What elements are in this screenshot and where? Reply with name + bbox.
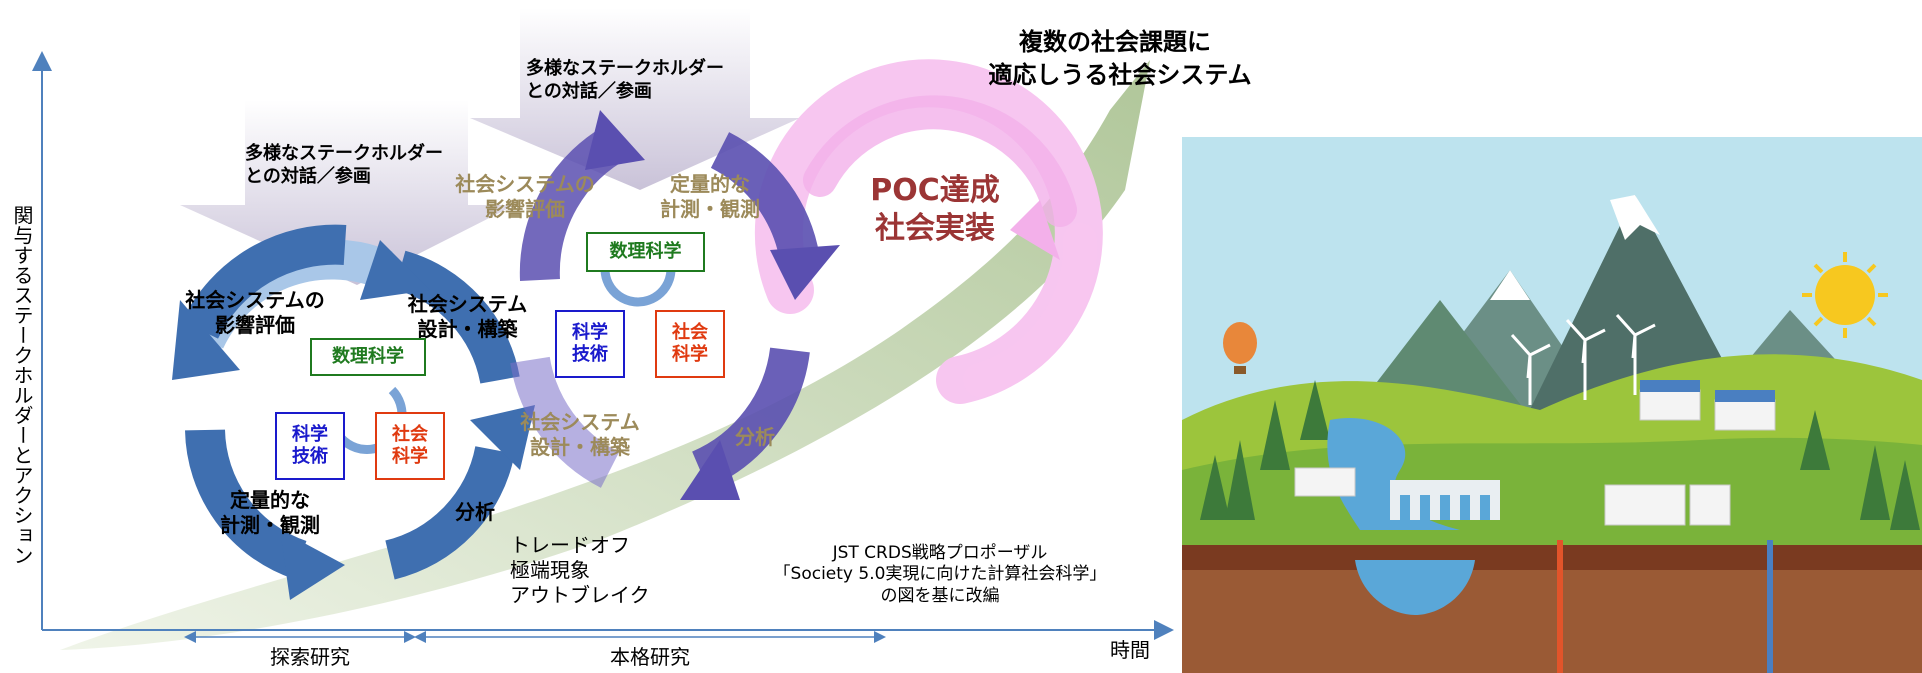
landscape-illustration <box>1182 137 1922 673</box>
phase-full-label: 本格研究 <box>610 645 690 669</box>
right-design-label: 社会システム 設計・構築 <box>520 410 640 459</box>
left-arrowhead-1 <box>172 300 240 380</box>
poc-cycle-arrowhead <box>1010 200 1060 260</box>
left-impact-label: 社会システムの 影響評価 <box>185 288 325 337</box>
source-note: JST CRDS戦略プロポーザル 「Society 5.0実現に向けた計算社会科… <box>773 543 1107 606</box>
left-arrowhead-4 <box>360 240 430 300</box>
stakeholder-banner-text-left: 多様なステークホルダー との対話／参画 <box>245 143 443 187</box>
poc-line2: 社会実装 <box>875 211 995 246</box>
right-arrowhead-1 <box>585 110 645 170</box>
stakeholder-banner-right <box>470 8 800 190</box>
title-line2: 適応しうる社会システム <box>988 61 1252 89</box>
left-tech-box: 科学 技術 <box>275 412 345 480</box>
right-measure-label: 定量的な 計測・観測 <box>660 172 760 221</box>
right-tech-box: 科学 技術 <box>555 310 625 378</box>
y-axis-label: 関与するステークホルダーとアクション <box>10 205 34 565</box>
right-analysis-label: 分析 <box>735 425 775 449</box>
left-arrowhead-3 <box>470 405 535 470</box>
left-cycle-arrows <box>181 224 520 580</box>
hot-air-balloon <box>1223 322 1257 364</box>
stakeholder-banner-text-right: 多様なステークホルダー との対話／参画 <box>526 58 724 102</box>
poc-line1: POC達成 <box>870 173 1000 208</box>
tradeoff-note: トレードオフ 極端現象 アウトブレイク <box>510 533 650 607</box>
x-axis-label: 時間 <box>1110 638 1150 662</box>
left-measure-label: 定量的な 計測・観測 <box>220 488 320 537</box>
right-arrowhead-2 <box>770 245 840 300</box>
title-line1: 複数の社会課題に <box>1019 28 1211 56</box>
right-impact-label: 社会システムの 影響評価 <box>455 172 595 221</box>
left-arrowhead-2 <box>280 530 345 600</box>
right-math-box: 数理科学 <box>586 232 705 272</box>
growth-sweep-arrow <box>60 60 1150 650</box>
left-design-label: 社会システム 設計・構築 <box>407 292 528 341</box>
left-math-box: 数理科学 <box>310 338 426 376</box>
right-arrowhead-3 <box>680 440 740 500</box>
left-analysis-label: 分析 <box>455 500 495 524</box>
left-social-box: 社会 科学 <box>375 412 445 480</box>
stakeholder-banner-left <box>180 100 515 285</box>
right-social-box: 社会 科学 <box>655 310 725 378</box>
phase-explore-label: 探索研究 <box>270 645 350 669</box>
sun <box>1815 265 1875 325</box>
poc-cycle <box>754 59 1103 404</box>
